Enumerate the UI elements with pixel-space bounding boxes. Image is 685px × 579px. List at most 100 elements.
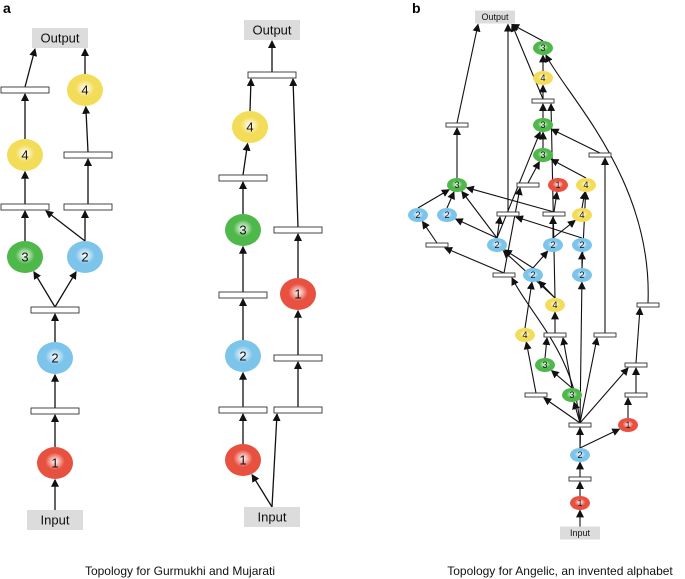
edge-arrow	[242, 142, 251, 176]
edge-arrow	[550, 370, 573, 389]
caption-gurmukhi: Topology for Gurmukhi and Mujarati	[84, 564, 276, 578]
module-node-label: 4	[246, 120, 253, 135]
edge-arrow	[532, 250, 549, 269]
module-node-label: 1	[625, 420, 630, 430]
edge-arrow	[503, 249, 534, 269]
module-node-label: 2	[579, 240, 584, 250]
edge-arrow	[579, 428, 621, 449]
edge-arrow	[289, 78, 299, 228]
output-label: Output	[252, 23, 291, 38]
module-node-label: 3	[540, 120, 545, 130]
module-node-4	[7, 139, 43, 171]
edge-arrow	[524, 281, 535, 329]
concat-bar	[30, 407, 80, 415]
edge-arrow	[579, 191, 588, 209]
module-node-label: 4	[579, 210, 584, 220]
edge-arrow	[543, 397, 581, 424]
output-label: Output	[40, 31, 79, 46]
concat-bar	[593, 332, 617, 338]
module-node-3	[535, 358, 555, 372]
edge-arrow	[246, 78, 255, 112]
edge-arrow	[579, 337, 600, 424]
edge-arrow	[635, 307, 644, 364]
concat-bar	[0, 203, 50, 211]
edge-arrow	[523, 341, 537, 394]
edge-arrow	[495, 216, 503, 239]
edge-arrow	[572, 401, 581, 424]
module-node-label: 4	[81, 83, 88, 98]
module-node-label: 2	[579, 270, 584, 280]
concat-bar	[247, 71, 297, 79]
module-node-label: 2	[530, 270, 535, 280]
edge-arrow	[581, 191, 590, 269]
module-node-3	[562, 388, 582, 402]
module-node-3	[225, 214, 261, 246]
concat-bar	[425, 242, 449, 248]
concat-bar	[636, 302, 660, 308]
module-node-label: 2	[550, 240, 555, 250]
module-node-label: 1	[239, 453, 246, 468]
module-node-label: 4	[522, 330, 527, 340]
edge-arrow	[454, 218, 498, 239]
module-node-1	[548, 178, 568, 192]
module-node-1	[570, 496, 590, 510]
concat-bar	[218, 291, 268, 299]
module-node-4	[533, 71, 553, 85]
edge-arrow	[515, 215, 583, 239]
module-node-label: 4	[583, 180, 588, 190]
module-node-4	[576, 178, 596, 192]
concat-bar	[273, 226, 323, 234]
module-node-label: 3	[540, 150, 545, 160]
module-node-2	[225, 340, 261, 372]
edge-arrow	[551, 191, 560, 213]
module-node-3	[447, 178, 467, 192]
edge-arrow	[550, 128, 601, 154]
edge-arrow	[271, 413, 281, 508]
module-node-1	[280, 278, 316, 310]
concat-bar	[624, 362, 648, 368]
module-node-label: 1	[577, 498, 582, 508]
concat-bar	[624, 392, 648, 398]
edge-arrow	[45, 210, 86, 242]
edge-arrow	[579, 367, 629, 424]
concat-bar	[531, 98, 555, 104]
concat-bar	[568, 422, 592, 428]
edge-arrow	[54, 270, 77, 308]
module-node-2	[570, 448, 590, 462]
concat-bar	[496, 211, 520, 217]
concat-bar	[542, 211, 566, 217]
output-box	[475, 10, 515, 24]
module-node-label: 3	[21, 250, 28, 265]
edge-arrow	[82, 105, 91, 153]
caption-angelic: Topology for Angelic, an invented alphab…	[447, 564, 673, 578]
edge-arrow	[527, 161, 540, 184]
module-node-3	[533, 118, 553, 132]
module-node-2	[572, 238, 592, 252]
edge-arrow	[560, 337, 573, 389]
module-node-3	[533, 148, 553, 162]
module-node-label: 3	[540, 43, 545, 53]
module-node-label: 3	[569, 390, 574, 400]
concat-bar	[492, 272, 516, 278]
module-node-2	[37, 342, 73, 374]
module-node-2	[67, 241, 103, 273]
module-node-1	[37, 447, 73, 479]
concat-bar	[218, 406, 268, 414]
module-node-4	[515, 328, 535, 342]
edge-arrow	[503, 187, 523, 274]
module-node-2	[572, 268, 592, 282]
module-node-label: 2	[81, 250, 88, 265]
module-node-label: 2	[239, 349, 246, 364]
output-label: Output	[481, 12, 509, 22]
module-node-label: 1	[51, 456, 58, 471]
input-label: Input	[570, 528, 591, 538]
edge-arrow	[465, 185, 555, 213]
module-node-2	[487, 238, 507, 252]
concat-bar	[568, 476, 592, 482]
edge-arrow	[33, 270, 56, 308]
concat-bar	[63, 151, 113, 159]
edge-arrow	[577, 281, 586, 424]
module-node-label: 4	[21, 148, 28, 163]
